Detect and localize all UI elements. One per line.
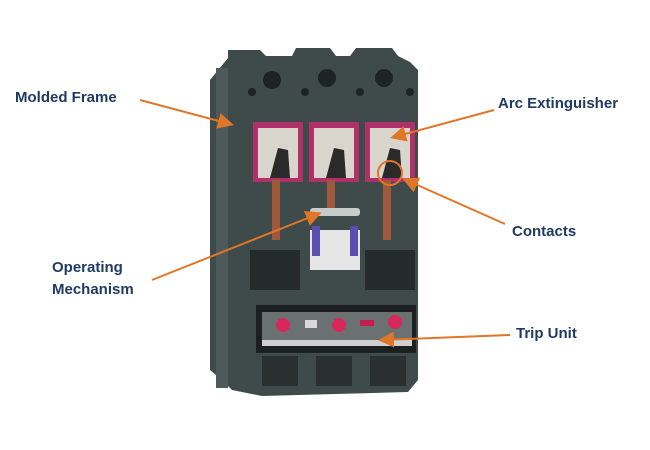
label-arc-extinguisher: Arc Extinguisher bbox=[498, 95, 619, 112]
label-contacts: Contacts bbox=[512, 223, 577, 240]
trip-unit-arrow bbox=[378, 331, 511, 348]
contacts-arrow bbox=[402, 177, 506, 225]
trip-unit bbox=[256, 305, 416, 386]
label-trip-unit: Trip Unit bbox=[516, 325, 577, 342]
contacts-highlight-circle bbox=[377, 160, 403, 186]
label-molded-frame: Molded Frame bbox=[15, 89, 117, 106]
molded-frame-arrow bbox=[139, 99, 234, 129]
arc-extinguisher-arrow bbox=[390, 109, 495, 142]
label-operating-mechanism-line2: Mechanism bbox=[52, 281, 134, 298]
callout-arrows bbox=[139, 99, 511, 348]
arc-chutes bbox=[253, 122, 415, 182]
operating-mechanism-arrow bbox=[151, 210, 322, 281]
contacts bbox=[250, 180, 415, 290]
label-operating-mechanism-line1: Operating bbox=[52, 259, 123, 276]
